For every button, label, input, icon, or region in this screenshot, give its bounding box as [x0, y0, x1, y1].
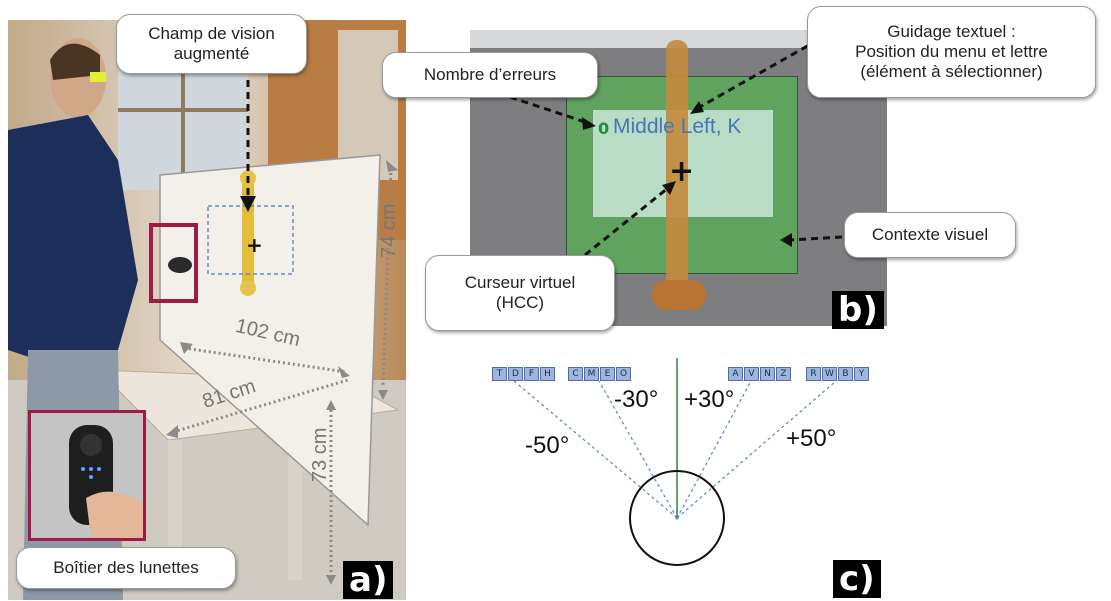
callout-visual-context: Contexte visuel: [844, 212, 1016, 258]
hand: [86, 491, 143, 538]
menu-key[interactable]: T: [492, 367, 507, 381]
menu-key[interactable]: E: [600, 367, 615, 381]
error-count: 0: [598, 119, 610, 138]
svg-text:+: +: [246, 233, 263, 257]
callout-virtual-cursor-text: Curseur virtuel (HCC): [464, 273, 576, 312]
callout-error-count-text: Nombre d’erreurs: [423, 65, 557, 84]
panel-label-b: b): [832, 291, 884, 329]
menu-key[interactable]: V: [744, 367, 759, 381]
callout-visual-context-text: Contexte visuel: [871, 225, 989, 244]
bone-overlay: [666, 40, 688, 308]
menu-right-far: R W B Y: [806, 367, 870, 381]
callout-error-count: Nombre d’erreurs: [382, 52, 598, 98]
menu-left-near: C M E O: [568, 367, 632, 381]
menu-key[interactable]: D: [508, 367, 523, 381]
menu-key[interactable]: F: [524, 367, 539, 381]
callout-text-guidance-text: Guidage textuel : Position du menu et le…: [855, 22, 1048, 81]
head-circle: [629, 470, 725, 566]
panel-label-c: c): [833, 560, 881, 598]
angle-label-minus-30: -30°: [614, 386, 659, 413]
menu-key[interactable]: R: [806, 367, 821, 381]
callout-virtual-cursor: Curseur virtuel (HCC): [425, 255, 615, 331]
controller-inset: [28, 410, 146, 541]
menu-key[interactable]: Y: [854, 367, 869, 381]
callout-glasses-box-text: Boîtier des lunettes: [53, 558, 199, 577]
callout-augmented-fov-text: Champ de vision augmenté: [148, 24, 275, 63]
menu-key[interactable]: A: [728, 367, 743, 381]
menu-key[interactable]: H: [540, 367, 555, 381]
menu-key[interactable]: M: [584, 367, 599, 381]
menu-key[interactable]: Z: [776, 367, 791, 381]
menu-key[interactable]: C: [568, 367, 583, 381]
menu-key[interactable]: B: [838, 367, 853, 381]
menu-right-near: A V N Z: [728, 367, 792, 381]
angle-rays: [513, 380, 837, 519]
panel-label-a: a): [343, 561, 394, 599]
whiteboard: [159, 154, 381, 527]
guidance-text: Middle Left, K: [613, 115, 742, 138]
angle-label-plus-50: +50°: [786, 425, 837, 452]
hand-highlight-frame: [149, 223, 198, 303]
menu-key[interactable]: N: [760, 367, 775, 381]
angle-label-plus-30: +30°: [684, 386, 735, 413]
menu-left-far: T D F H: [492, 367, 556, 381]
callout-text-guidance: Guidage textuel : Position du menu et le…: [807, 6, 1096, 98]
menu-key[interactable]: W: [822, 367, 837, 381]
callout-augmented-fov: Champ de vision augmenté: [116, 14, 307, 74]
person-sweater: [8, 115, 138, 360]
callout-glasses-box: Boîtier des lunettes: [16, 547, 236, 589]
menu-key[interactable]: O: [616, 367, 631, 381]
angle-label-minus-50: -50°: [525, 432, 570, 459]
